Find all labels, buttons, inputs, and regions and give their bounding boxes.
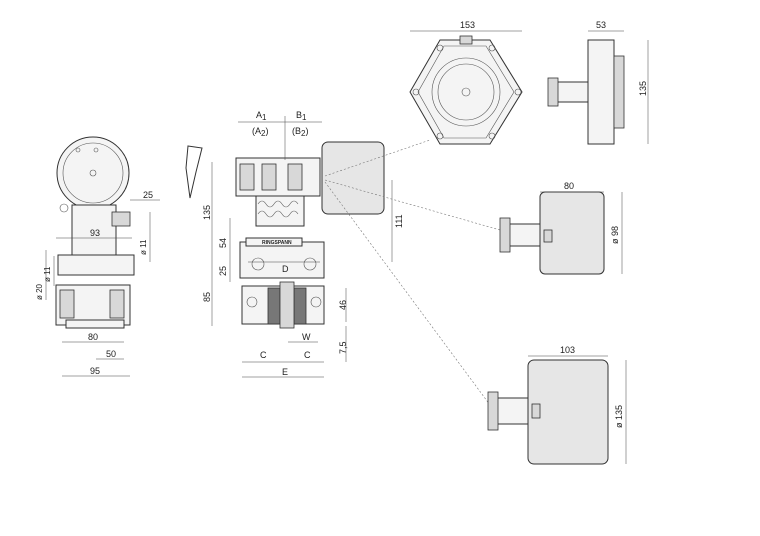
side-view: 25 93 ø 11 ø 20 ø 11 80 50 95: [35, 136, 160, 377]
dim-side-25: 25: [143, 190, 153, 200]
label-W: W: [302, 332, 311, 342]
dim-hex-153: 153: [460, 20, 475, 30]
dim-hex-135: 135: [638, 81, 648, 96]
label-C-left: C: [260, 350, 267, 360]
dim-front-25: 25: [218, 266, 228, 276]
label-E: E: [282, 367, 288, 377]
label-A1: A1: [256, 110, 267, 122]
dim-hex-53: 53: [596, 20, 606, 30]
dim-side-95: 95: [90, 366, 100, 376]
brand-plate: RINGSPANN: [262, 240, 292, 246]
break-symbol: [185, 145, 203, 199]
dim-front-85: 85: [202, 292, 212, 302]
dim-actuator-small-80: 80: [564, 181, 574, 191]
label-A2: (A2): [252, 126, 268, 138]
dim-actuator-small-dia98: ø 98: [610, 226, 620, 244]
dim-side-dia20: ø 20: [35, 283, 44, 300]
dim-front-46: 46: [338, 300, 348, 310]
actuator-small-view: 80 ø 98: [499, 181, 623, 275]
hex-cover-view: 153 53 135: [409, 20, 649, 145]
dim-front-111: 111: [394, 214, 404, 228]
dim-side-dia11-left: ø 11: [43, 266, 52, 282]
actuator-large-view: 103 ø 135: [487, 345, 627, 465]
dim-side-80: 80: [88, 332, 98, 342]
label-B2: (B2): [292, 126, 308, 138]
dim-front-135: 135: [202, 205, 212, 220]
label-C-right: C: [304, 350, 311, 360]
dim-side-50: 50: [106, 349, 116, 359]
dim-front-54: 54: [218, 238, 228, 248]
front-view: RINGSPANN A1 (A2) B1 (B2) 135 54 25 85 D…: [202, 110, 404, 378]
dim-side-93: 93: [90, 228, 100, 238]
dim-side-dia11-right: ø 11: [139, 239, 148, 255]
label-D: D: [282, 264, 289, 274]
dim-front-7-5: 7,5: [338, 341, 348, 354]
label-B1: B1: [296, 110, 307, 122]
dim-actuator-large-dia135: ø 135: [614, 405, 624, 428]
dim-actuator-large-103: 103: [560, 345, 575, 355]
leader-lines: [324, 139, 501, 406]
